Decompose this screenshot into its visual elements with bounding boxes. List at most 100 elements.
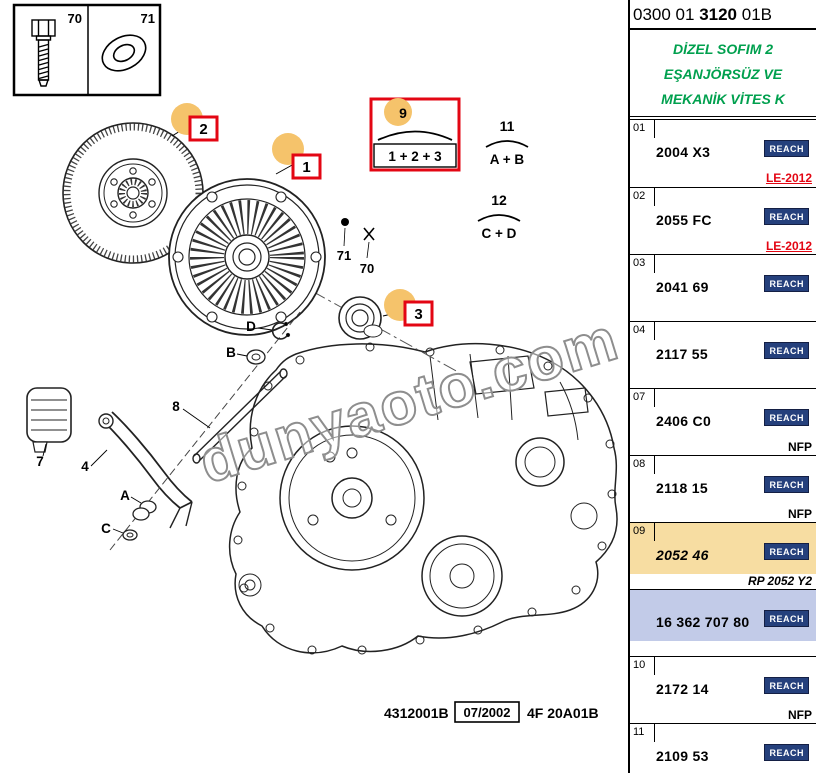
pivot-hardware: 71 70 bbox=[337, 218, 375, 276]
table-row-highlighted[interactable]: 09 2052 46 REACH RP 2052 Y2 bbox=[630, 522, 816, 589]
diagram-footer: 4312001B 07/2002 4F 20A01B bbox=[384, 701, 599, 723]
part-ref: 2109 53 bbox=[656, 748, 709, 764]
part-ref: 2406 C0 bbox=[656, 413, 712, 429]
gearbox-housing bbox=[228, 342, 618, 655]
part-ref: 16 362 707 80 bbox=[656, 614, 750, 630]
table-row[interactable]: 11 2109 53 REACH bbox=[630, 723, 816, 773]
group-11-formula: A + B bbox=[490, 152, 525, 167]
callout-1[interactable]: 1 bbox=[272, 133, 322, 180]
kit-group-11: 11 A + B bbox=[485, 118, 529, 167]
row-note bbox=[630, 641, 816, 657]
brace bbox=[485, 140, 529, 148]
table-row-selected[interactable]: 16 362 707 80 REACH bbox=[630, 589, 816, 656]
highlight-dot bbox=[384, 98, 412, 126]
row-note: RP 2052 Y2 bbox=[747, 574, 812, 588]
row-note bbox=[630, 373, 816, 389]
row-index bbox=[630, 590, 655, 608]
part-ref: 2041 69 bbox=[656, 279, 709, 295]
kit-group-9[interactable]: 9 1 + 2 + 3 bbox=[369, 97, 461, 172]
callout-2[interactable]: 2 bbox=[171, 103, 219, 142]
description-line-1: DİZEL SOFIM 2 bbox=[672, 41, 774, 57]
part-ref: 2055 FC bbox=[656, 212, 712, 228]
reach-badge[interactable]: REACH bbox=[764, 476, 809, 493]
row-index: 10 bbox=[630, 657, 655, 675]
label-b: B bbox=[226, 345, 236, 360]
row-index: 03 bbox=[630, 255, 655, 273]
label-a: A bbox=[120, 488, 130, 503]
pressure-plate bbox=[168, 178, 326, 336]
callout-3[interactable]: 3 bbox=[382, 289, 434, 327]
rubber-boot bbox=[26, 387, 72, 453]
part-ref: 2052 46 bbox=[656, 547, 709, 563]
group-11-label: 11 bbox=[500, 118, 515, 134]
label-71: 71 bbox=[337, 248, 351, 263]
washer-icon bbox=[101, 34, 147, 72]
release-bearing bbox=[338, 296, 383, 340]
reach-badge[interactable]: REACH bbox=[764, 342, 809, 359]
parts-rows: 01 2004 X3 REACH LE-2012 02 2055 FC REAC… bbox=[630, 120, 816, 773]
parts-list-panel: 0300 01 3120 01B DİZEL SOFIM 2 EŞANJÖRSÜ… bbox=[628, 0, 816, 773]
reach-badge[interactable]: REACH bbox=[764, 610, 809, 627]
label-d: D bbox=[246, 319, 256, 334]
brace bbox=[477, 214, 521, 222]
doc-number: 4312001B bbox=[384, 705, 449, 721]
callout-3-label: 3 bbox=[414, 306, 422, 323]
table-row[interactable]: 07 2406 C0 REACH NFP bbox=[630, 388, 816, 455]
small-parts-chain bbox=[109, 311, 301, 551]
table-row[interactable]: 01 2004 X3 REACH LE-2012 bbox=[630, 120, 816, 187]
brace bbox=[377, 130, 453, 141]
exploded-diagram: 70 71 bbox=[12, 3, 627, 723]
row-index: 07 bbox=[630, 389, 655, 407]
table-row[interactable]: 02 2055 FC REACH LE-2012 bbox=[630, 187, 816, 254]
reach-badge[interactable]: REACH bbox=[764, 409, 809, 426]
label-c: C bbox=[101, 521, 111, 536]
assembly-description: DİZEL SOFIM 2 EŞANJÖRSÜZ VE MEKANİK VİTE… bbox=[630, 30, 816, 120]
callout-1-label: 1 bbox=[302, 159, 310, 176]
reach-badge[interactable]: REACH bbox=[764, 744, 809, 761]
control-rod bbox=[192, 368, 288, 464]
legend-label-71: 71 bbox=[141, 11, 155, 26]
part-ref: 2118 15 bbox=[656, 480, 708, 496]
row-note: NFP bbox=[788, 507, 812, 521]
code-prefix: 0300 01 bbox=[633, 5, 700, 24]
row-index: 02 bbox=[630, 188, 655, 206]
doc-date: 07/2002 bbox=[464, 705, 511, 720]
part-ref: 2117 55 bbox=[656, 346, 708, 362]
reach-badge[interactable]: REACH bbox=[764, 208, 809, 225]
description-line-2: EŞANJÖRSÜZ VE bbox=[663, 66, 783, 82]
reach-badge[interactable]: REACH bbox=[764, 677, 809, 694]
row-index: 09 bbox=[630, 523, 655, 541]
row-note: NFP bbox=[788, 440, 812, 454]
row-note bbox=[630, 306, 816, 322]
table-row[interactable]: 10 2172 14 REACH NFP bbox=[630, 656, 816, 723]
row-index: 01 bbox=[630, 120, 655, 138]
reach-badge[interactable]: REACH bbox=[764, 275, 809, 292]
code-suffix: 01B bbox=[737, 5, 772, 24]
table-row[interactable]: 03 2041 69 REACH bbox=[630, 254, 816, 321]
group-12-formula: C + D bbox=[482, 226, 517, 241]
group-12-label: 12 bbox=[491, 192, 507, 208]
row-index: 04 bbox=[630, 322, 655, 340]
part-ref: 2004 X3 bbox=[656, 144, 711, 160]
reach-badge[interactable]: REACH bbox=[764, 140, 809, 157]
clutch-fork bbox=[98, 411, 193, 529]
description-line-3: MEKANİK VİTES K bbox=[661, 91, 785, 107]
label-70: 70 bbox=[360, 261, 374, 276]
hardware-legend-box: 70 71 bbox=[12, 3, 162, 97]
group-9-formula: 1 + 2 + 3 bbox=[388, 149, 442, 164]
table-row[interactable]: 04 2117 55 REACH bbox=[630, 321, 816, 388]
row-note[interactable]: LE-2012 bbox=[765, 171, 812, 185]
label-7: 7 bbox=[36, 454, 44, 469]
assembly-code-header: 0300 01 3120 01B bbox=[630, 0, 816, 30]
callout-2-label: 2 bbox=[199, 121, 207, 138]
table-row[interactable]: 08 2118 15 REACH NFP bbox=[630, 455, 816, 522]
row-index: 08 bbox=[630, 456, 655, 474]
row-note[interactable]: LE-2012 bbox=[765, 239, 812, 253]
kit-group-12: 12 C + D bbox=[477, 192, 521, 241]
row-note: NFP bbox=[788, 708, 812, 722]
clutch-disc bbox=[62, 122, 204, 264]
reach-badge[interactable]: REACH bbox=[764, 543, 809, 560]
label-8: 8 bbox=[172, 399, 180, 414]
label-4: 4 bbox=[81, 459, 89, 474]
